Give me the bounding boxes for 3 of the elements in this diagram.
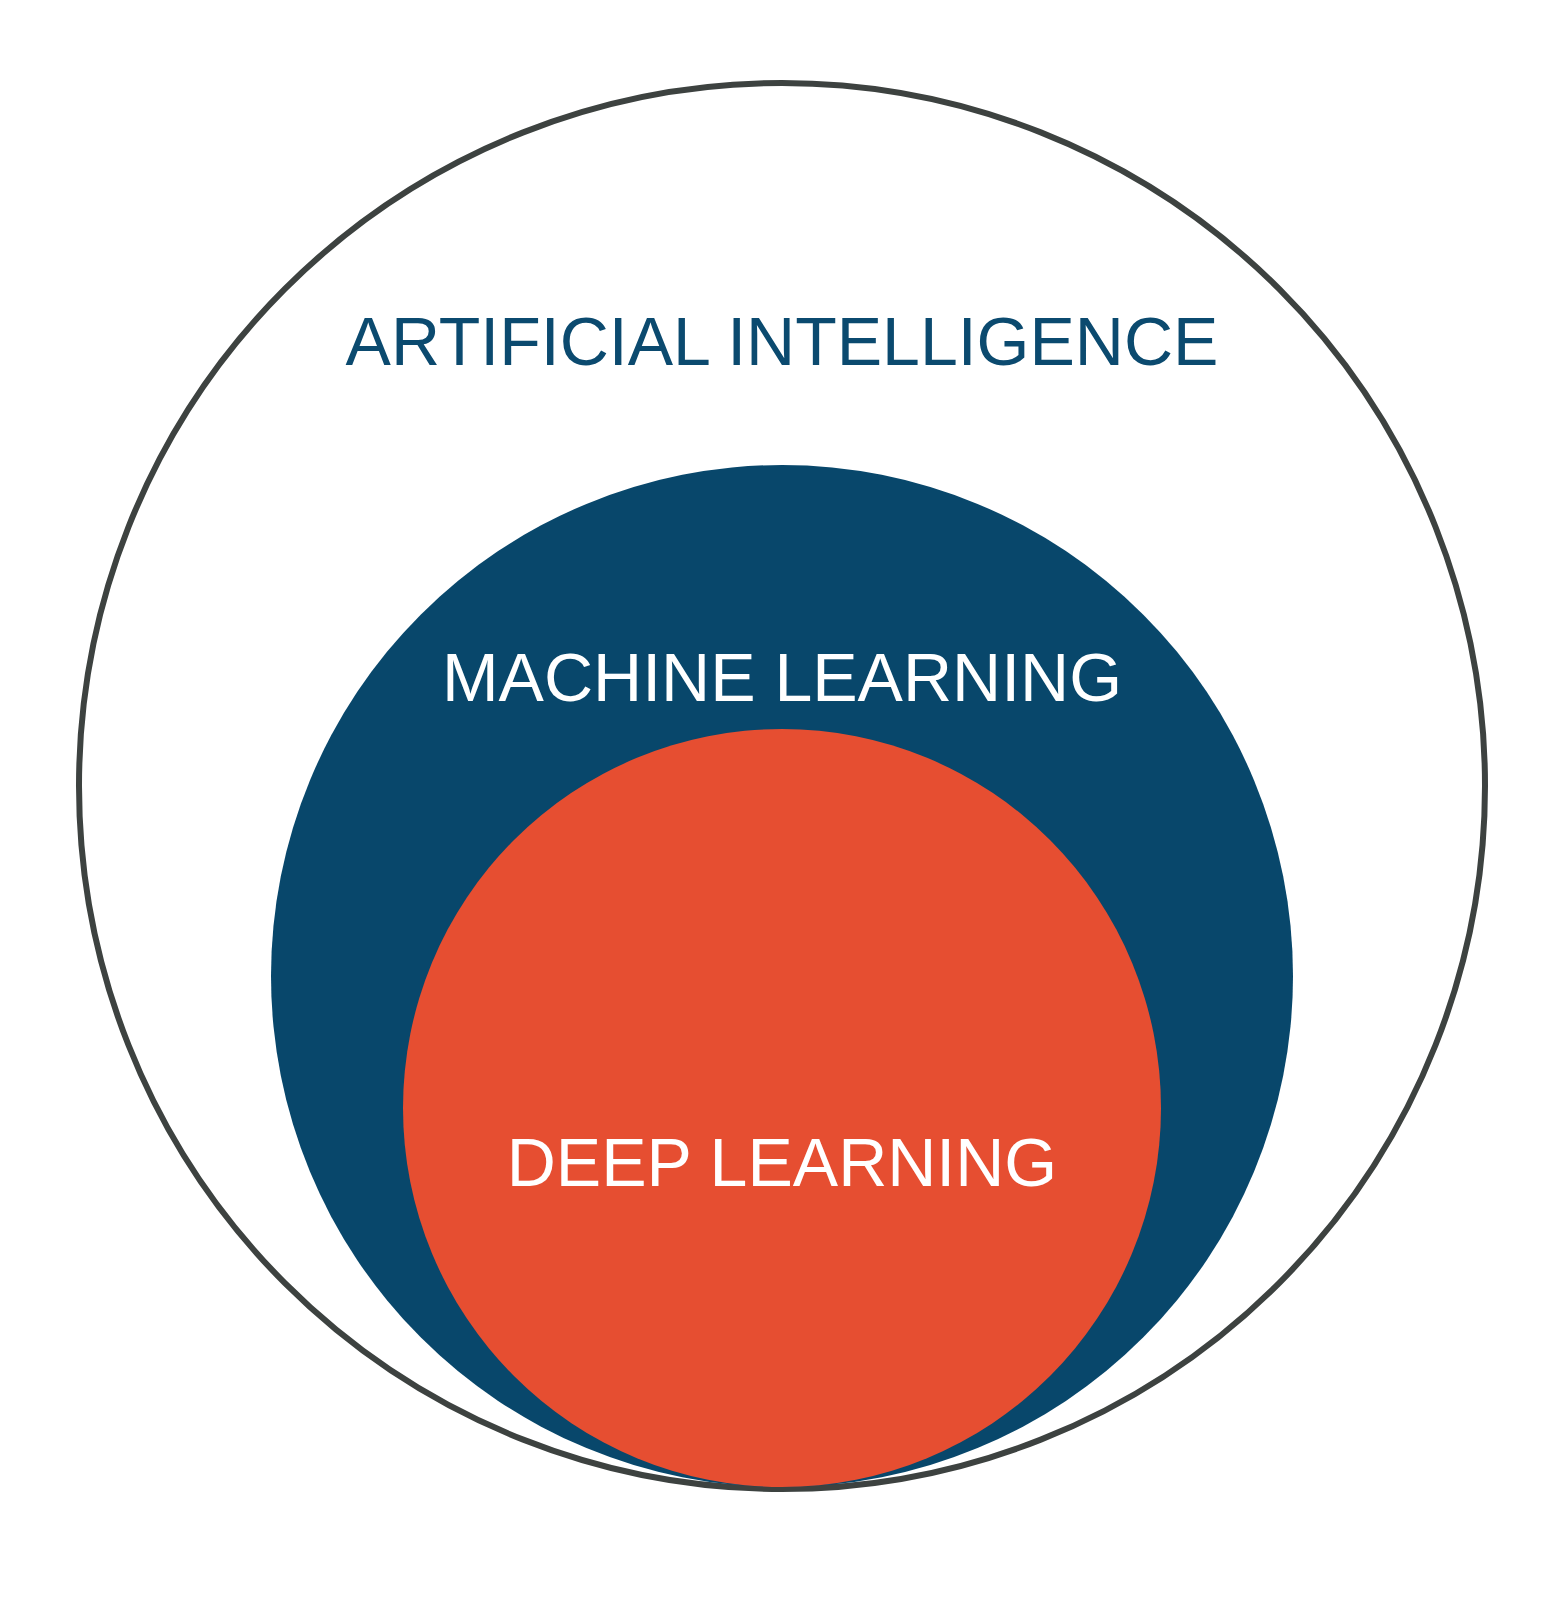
circle-label: DEEP LEARNING xyxy=(506,1128,1058,1196)
circle-label: MACHINE LEARNING xyxy=(441,643,1123,711)
circle-label: ARTIFICIAL INTELLIGENCE xyxy=(345,307,1219,375)
